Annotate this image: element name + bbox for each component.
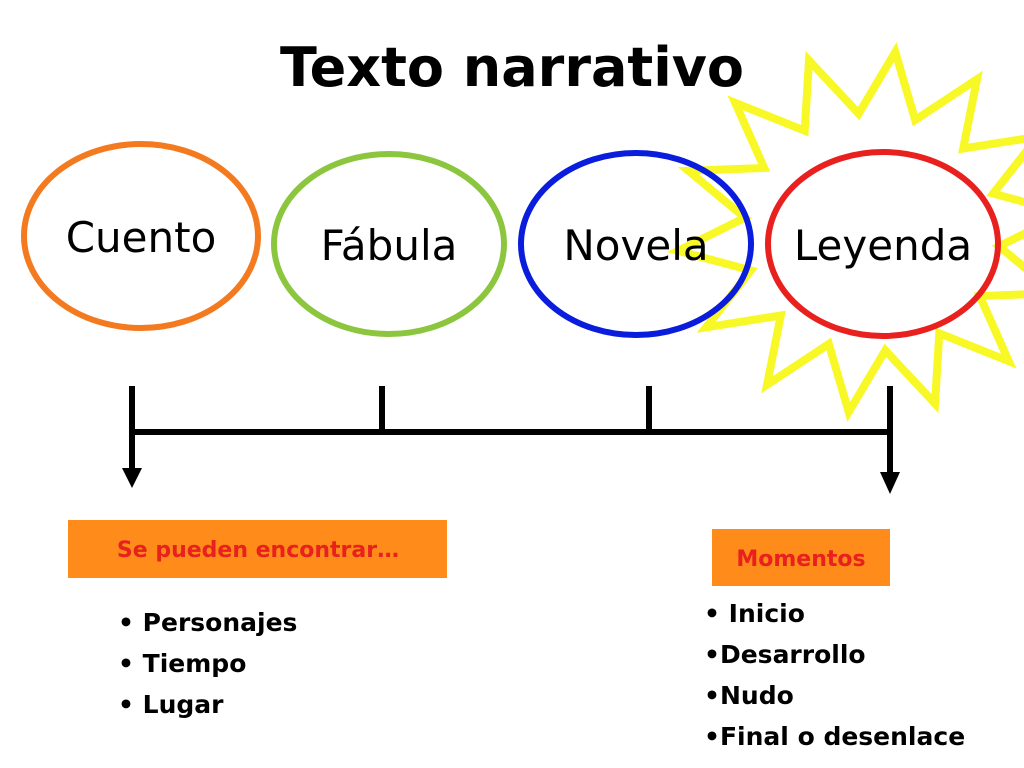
genre-label-fabula: Fábula [321, 221, 458, 270]
moments-label: Momentos [736, 547, 865, 572]
genre-novela: Novela [518, 150, 754, 338]
genre-connector [129, 386, 893, 474]
genre-oval-novela [518, 150, 754, 338]
list-item: • Lugar [118, 690, 224, 719]
genre-leyenda: Leyenda [765, 149, 1001, 339]
found-elements-list: • Personajes • Tiempo • Lugar [118, 608, 297, 719]
arrow-down-left-icon [122, 468, 142, 488]
starburst-highlight [666, 42, 1024, 422]
genre-oval-cuento [21, 141, 261, 331]
list-item: •Final o desenlace [704, 722, 965, 751]
genre-fabula: Fábula [271, 151, 507, 337]
found-elements-box [68, 520, 447, 578]
genre-oval-leyenda [765, 149, 1001, 339]
list-item: • Inicio [704, 599, 805, 628]
page-title: Texto narrativo [280, 36, 744, 99]
list-item: • Personajes [118, 608, 297, 637]
genre-label-leyenda: Leyenda [794, 221, 972, 270]
moments-list: • Inicio •Desarrollo •Nudo •Final o dese… [704, 599, 965, 751]
list-item: • Tiempo [118, 649, 246, 678]
genre-cuento: Cuento [21, 141, 261, 331]
genre-label-novela: Novela [563, 221, 708, 270]
moments-box [712, 529, 890, 586]
list-item: •Nudo [704, 681, 794, 710]
arrow-down-right-icon [880, 472, 900, 494]
found-elements-label: Se pueden encontrar… [117, 538, 399, 563]
genre-label-cuento: Cuento [66, 213, 217, 262]
genre-oval-fabula [271, 151, 507, 337]
list-item: •Desarrollo [704, 640, 866, 669]
